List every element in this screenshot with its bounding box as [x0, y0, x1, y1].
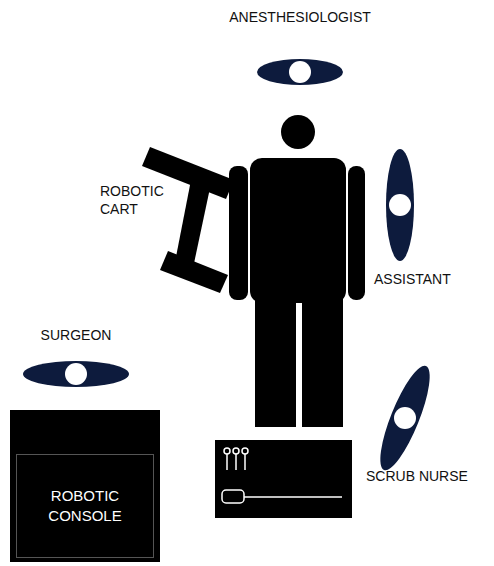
console-label: ROBOTIC CONSOLE [17, 482, 153, 531]
staff-head [65, 363, 87, 385]
instrument-icons [222, 448, 342, 503]
staff-ellipse [386, 149, 414, 261]
staff-label: ANESTHESIOLOGIST [200, 8, 400, 26]
instrument-table [215, 440, 352, 518]
staff-head [389, 194, 411, 216]
patient-figure [229, 115, 365, 427]
staff-head [289, 61, 311, 83]
robotic-cart [142, 147, 234, 293]
staff-label: ROBOTIC CART [100, 182, 172, 218]
staff-ellipse [23, 361, 129, 387]
staff-ellipse [371, 361, 439, 475]
staff-group [371, 361, 439, 475]
staff-head [394, 407, 416, 429]
console-screen: ROBOTIC CONSOLE [16, 454, 154, 558]
staff-label: SURGEON [21, 326, 131, 344]
staff-label: ASSISTANT [374, 270, 484, 288]
staff-ellipse [257, 59, 343, 85]
staff-label: SCRUB NURSE [366, 467, 490, 485]
console-box: ROBOTIC CONSOLE [10, 410, 160, 562]
